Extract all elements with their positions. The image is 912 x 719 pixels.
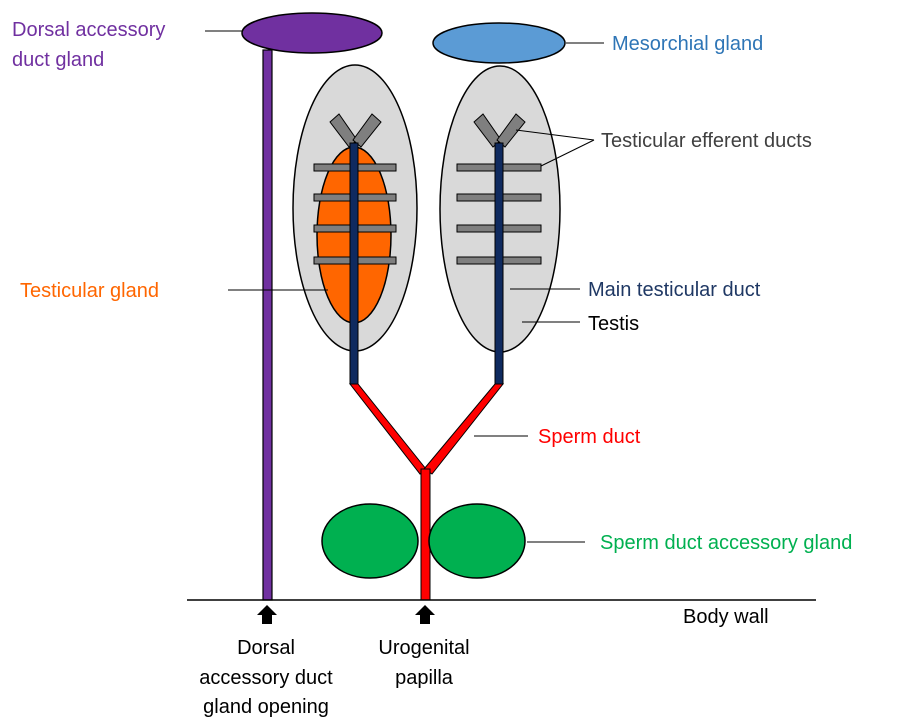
sperm-duct-accessory-gland-right: [429, 504, 525, 578]
main-testicular-duct-left: [350, 143, 358, 384]
label-dorsal-gland-2: duct gland: [12, 49, 104, 71]
label-main-duct: Main testicular duct: [588, 279, 761, 301]
label-dorsal-gland-1: Dorsal accessory: [12, 19, 165, 41]
label-body-wall: Body wall: [683, 606, 769, 628]
sperm-duct-accessory-gland-left: [322, 504, 418, 578]
label-testicular-gland: Testicular gland: [20, 280, 159, 302]
urogenital-papilla-arrow: [415, 605, 435, 624]
label-papilla-1: Urogenital: [378, 637, 469, 659]
dorsal-opening-arrow: [257, 605, 277, 624]
mesorchial-gland: [433, 23, 565, 63]
label-mesorchial-gland: Mesorchial gland: [612, 33, 763, 55]
main-testicular-duct-right: [495, 143, 503, 384]
label-papilla-2: papilla: [395, 667, 454, 689]
label-opening-3: gland opening: [203, 696, 329, 718]
dorsal-accessory-duct: [263, 50, 272, 600]
label-opening-2: accessory duct: [199, 667, 333, 689]
label-sperm-duct: Sperm duct: [538, 426, 641, 448]
label-accessory-gland: Sperm duct accessory gland: [600, 532, 852, 554]
label-testis: Testis: [588, 313, 639, 335]
label-efferent-ducts: Testicular efferent ducts: [601, 130, 812, 152]
dorsal-accessory-duct-gland: [242, 13, 382, 53]
label-opening-1: Dorsal: [237, 637, 295, 659]
